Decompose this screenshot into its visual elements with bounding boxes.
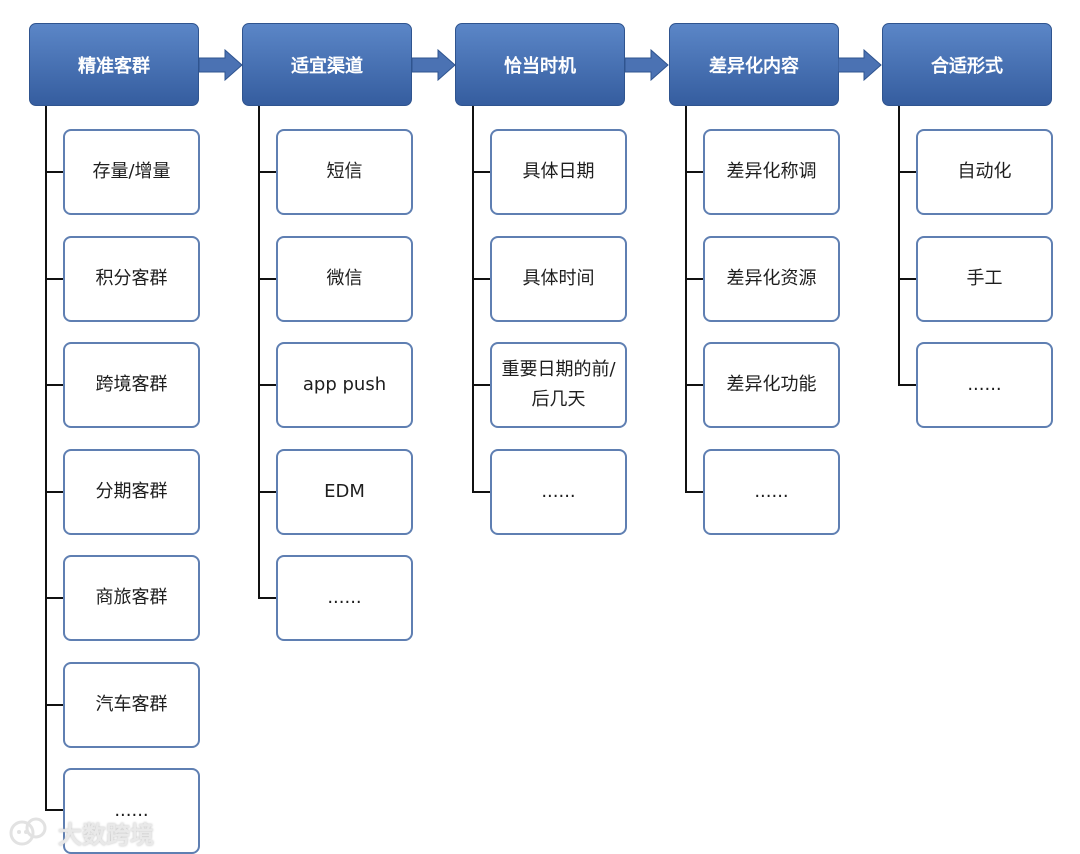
item-stock-increment: 存量/增量	[63, 129, 200, 215]
item-differentiated-greeting: 差异化称调	[703, 129, 840, 215]
item-app-push: app push	[276, 342, 413, 428]
flow-arrow-icon	[412, 49, 456, 81]
item-automated: 自动化	[916, 129, 1053, 215]
connector-line	[45, 384, 63, 386]
connector-line	[258, 171, 276, 173]
connector-line	[472, 278, 490, 280]
item-specific-date: 具体日期	[490, 129, 627, 215]
flow-arrow-icon	[625, 49, 669, 81]
item-more: ......	[276, 555, 413, 641]
connector-line	[898, 278, 916, 280]
header-appropriate-form: 合适形式	[882, 23, 1052, 106]
connector-line	[685, 171, 703, 173]
flow-arrow-icon	[199, 49, 243, 81]
item-business-travel-audience: 商旅客群	[63, 555, 200, 641]
connector-line	[45, 278, 63, 280]
connector-line	[45, 491, 63, 493]
connector-line	[45, 704, 63, 706]
connector-line	[898, 171, 916, 173]
item-more: ......	[916, 342, 1053, 428]
connector-line	[685, 491, 703, 493]
connector-line	[45, 171, 63, 173]
header-suitable-channel: 适宜渠道	[242, 23, 412, 106]
item-edm: EDM	[276, 449, 413, 535]
connector-line	[898, 106, 900, 385]
item-more: ......	[63, 768, 200, 854]
flow-arrow-icon	[838, 49, 882, 81]
item-sms: 短信	[276, 129, 413, 215]
connector-line	[258, 106, 260, 598]
wechat-logo-icon	[9, 817, 47, 846]
connector-line	[258, 597, 276, 599]
header-precise-audience: 精准客群	[29, 23, 199, 106]
connector-line	[472, 106, 474, 492]
connector-line	[685, 278, 703, 280]
connector-line	[685, 106, 687, 492]
watermark: 大数跨境	[8, 814, 154, 850]
connector-line	[45, 597, 63, 599]
connector-line	[258, 491, 276, 493]
connector-line	[472, 491, 490, 493]
item-more: ......	[703, 449, 840, 535]
item-installment-audience: 分期客群	[63, 449, 200, 535]
item-more: ......	[490, 449, 627, 535]
connector-line	[685, 384, 703, 386]
header-differentiated-content: 差异化内容	[669, 23, 839, 106]
item-points-audience: 积分客群	[63, 236, 200, 322]
item-auto-audience: 汽车客群	[63, 662, 200, 748]
watermark-text: 大数跨境	[58, 820, 154, 849]
item-wechat: 微信	[276, 236, 413, 322]
item-manual: 手工	[916, 236, 1053, 322]
connector-line	[258, 278, 276, 280]
connector-line	[45, 809, 63, 811]
item-days-around-key-date: 重要日期的前/后几天	[490, 342, 627, 428]
item-differentiated-features: 差异化功能	[703, 342, 840, 428]
connector-line	[45, 106, 47, 810]
item-specific-time: 具体时间	[490, 236, 627, 322]
item-cross-border-audience: 跨境客群	[63, 342, 200, 428]
connector-line	[472, 171, 490, 173]
connector-line	[898, 384, 916, 386]
item-differentiated-resources: 差异化资源	[703, 236, 840, 322]
connector-line	[258, 384, 276, 386]
header-right-timing: 恰当时机	[455, 23, 625, 106]
connector-line	[472, 384, 490, 386]
